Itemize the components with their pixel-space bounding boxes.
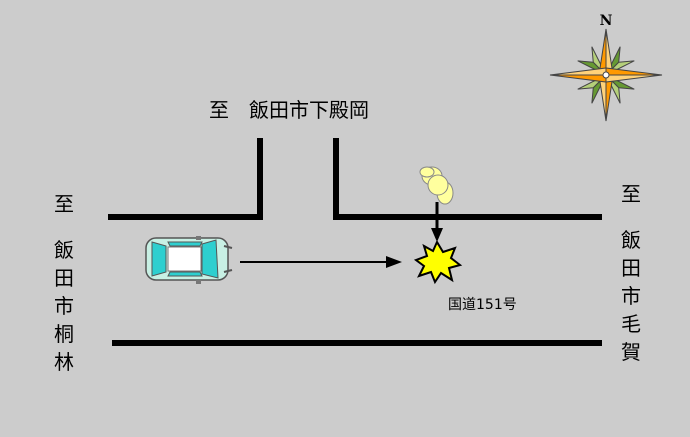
top-destination-label: 至 飯田市下殿岡 [209,98,369,122]
car-arrow-head [386,256,402,268]
road-edge-upper-left [108,138,263,220]
right-destination-to: 至 [621,182,641,206]
left-destination-char: 林 [54,350,74,374]
road-name-label: 国道151号 [448,297,517,313]
right-destination-char: 飯 [621,228,641,252]
right-destination-char: 毛 [621,312,641,336]
road-edge-upper-right [333,138,602,220]
left-destination-char: 桐 [54,322,74,346]
compass-rose-icon [549,28,663,122]
left-destination-char: 飯 [54,238,74,262]
left-destination-to: 至 [54,192,74,216]
impact-icon [413,239,463,285]
pedestrian-icon [419,166,454,205]
left-destination-label: 至 飯 田 市 桐 林 [52,190,76,376]
right-destination-label: 至 飯 田 市 毛 賀 [619,180,643,366]
compass-north-label: N [600,13,613,29]
left-destination-char: 田 [54,266,74,290]
right-destination-char: 市 [621,284,641,308]
car-icon [145,236,233,284]
right-destination-char: 賀 [621,340,641,364]
pedestrian-arrow-head [431,228,443,242]
right-destination-char: 田 [621,256,641,280]
left-destination-char: 市 [54,294,74,318]
